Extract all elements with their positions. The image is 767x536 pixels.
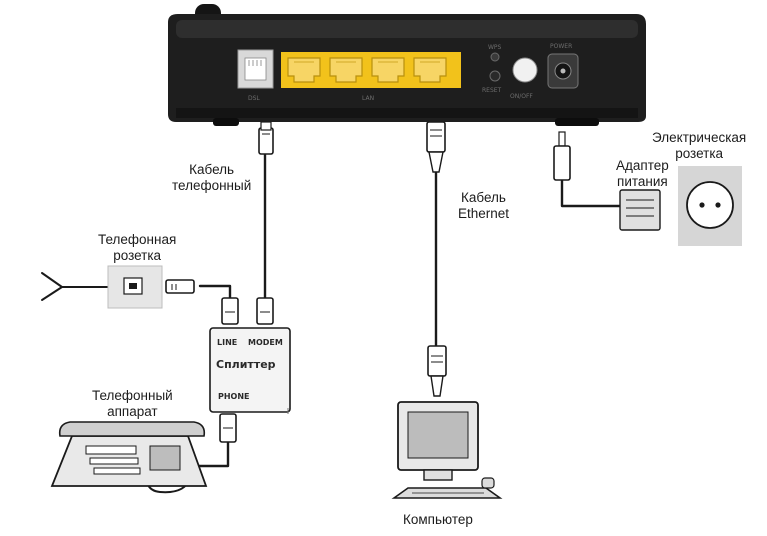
- splitter-name: Сплиттер: [216, 358, 276, 371]
- power-cable-line: [560, 176, 624, 208]
- ethernet-plug-top: [426, 121, 446, 173]
- computer-label-text: Компьютер: [403, 512, 473, 527]
- wps-button: [490, 52, 500, 62]
- phone-cable-label-line2: телефонный: [172, 178, 252, 193]
- telephone-set: [50, 421, 208, 487]
- power-button: [512, 57, 538, 83]
- phone-set-label-line2: аппарат: [107, 404, 158, 419]
- phone-cable-label-line1: Кабель: [189, 162, 235, 177]
- phone-cable-label: Кабель телефонный: [172, 162, 251, 194]
- phone-set-label-line1: Телефонный: [92, 388, 173, 403]
- splitter-phone-label: PHONE: [218, 392, 250, 401]
- ethernet-cable-label: Кабель Ethernet: [458, 190, 509, 222]
- power-plug: [553, 131, 571, 181]
- reset-button: [489, 70, 501, 82]
- reset-label: RESET: [482, 87, 502, 94]
- power-adapter-label-line2: питания: [617, 174, 668, 189]
- power-socket: [678, 166, 742, 246]
- line-cable: [198, 284, 232, 302]
- power-adapter: [619, 189, 661, 231]
- power-socket-label-line1: Электрическая: [652, 130, 747, 145]
- phone-set-label: Телефонный аппарат: [92, 388, 173, 420]
- splitter-line-label: LINE: [217, 338, 237, 347]
- computer: [391, 345, 503, 499]
- ethernet-cable-label-line2: Ethernet: [458, 206, 510, 221]
- ethernet-cable-label-line1: Кабель: [461, 190, 506, 205]
- dsl-plug: [258, 121, 274, 155]
- phone-socket-label-line1: Телефонная: [98, 232, 177, 247]
- power-socket-label: Электрическая розетка: [652, 130, 746, 162]
- lan-port-label: LAN: [362, 95, 374, 102]
- lan-port-sockets: [287, 57, 447, 83]
- splitter: LINE MODEM Сплиттер PHONE: [209, 297, 291, 443]
- power-adapter-label-line1: Адаптер: [616, 158, 669, 173]
- power-button-label: ON/OFF: [510, 93, 533, 100]
- phone-socket: [107, 265, 195, 309]
- power-in-label: POWER: [550, 43, 572, 50]
- dsl-port-label: DSL: [248, 95, 260, 102]
- computer-label: Компьютер: [403, 512, 473, 528]
- router: DSL LAN WPS RESET ON/OFF POWER: [168, 4, 646, 126]
- power-socket-label-line2: розетка: [675, 146, 724, 161]
- phone-socket-label-line2: розетка: [113, 248, 162, 263]
- phone-socket-label: Телефонная розетка: [98, 232, 176, 264]
- power-adapter-label: Адаптер питания: [616, 158, 669, 190]
- wps-label: WPS: [488, 44, 502, 51]
- splitter-modem-label: MODEM: [248, 338, 283, 347]
